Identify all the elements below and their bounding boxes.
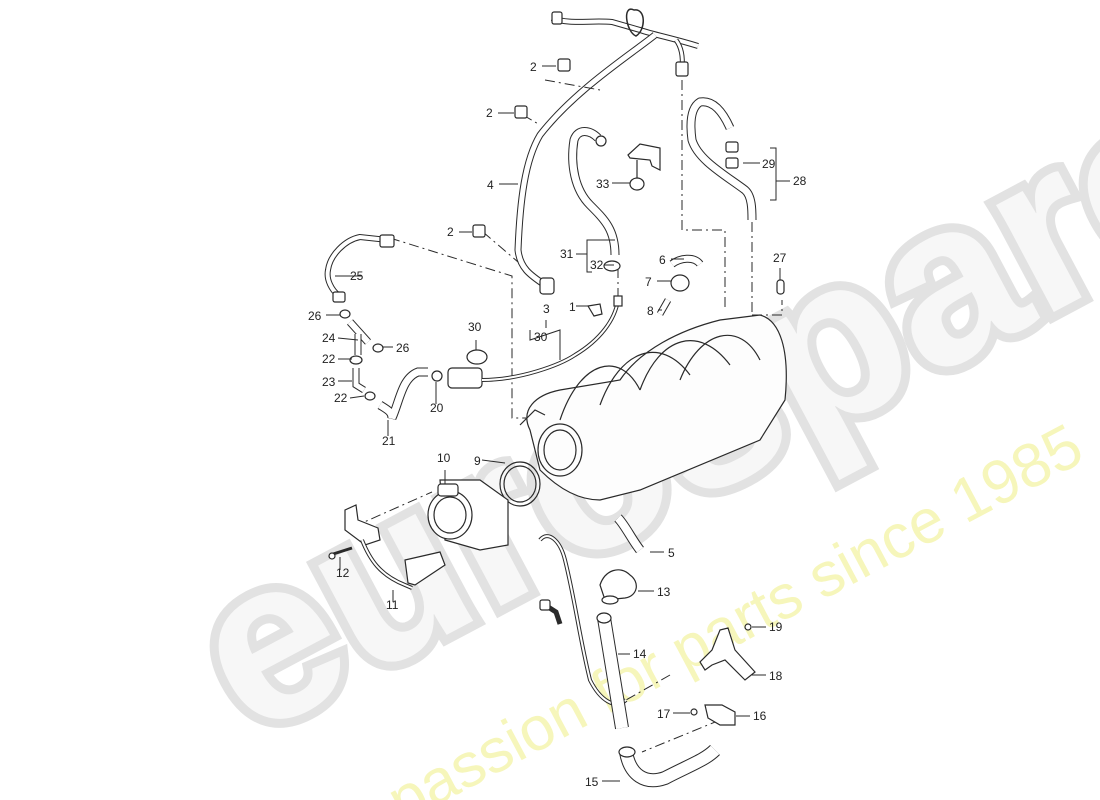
callout-12[interactable]: 12 xyxy=(336,566,350,580)
gasket-9 xyxy=(499,461,541,507)
callout-25[interactable]: 25 xyxy=(350,269,364,283)
hose-14 xyxy=(596,612,629,730)
hose-28 xyxy=(686,97,757,221)
bracket-11 xyxy=(328,504,446,590)
callout-2[interactable]: 2 xyxy=(447,225,454,239)
breather-hose-4 xyxy=(514,8,699,295)
callout-19[interactable]: 19 xyxy=(769,620,783,634)
clip-2 xyxy=(472,58,571,238)
callout-20[interactable]: 20 xyxy=(430,401,444,415)
hose-25 xyxy=(324,233,395,303)
callout-31[interactable]: 31 xyxy=(560,247,574,261)
callout-14[interactable]: 14 xyxy=(633,647,647,661)
fittings-22-26-24-23 xyxy=(339,309,384,401)
clamp-16 xyxy=(690,704,736,726)
callout-1[interactable]: 1 xyxy=(569,300,576,314)
callout-13[interactable]: 13 xyxy=(657,585,671,599)
fitting-13 xyxy=(599,569,637,605)
valve-30 xyxy=(447,295,623,389)
callout-29[interactable]: 29 xyxy=(762,157,776,171)
callout-26[interactable]: 26 xyxy=(396,341,410,355)
callout-10[interactable]: 10 xyxy=(437,451,451,465)
callout-6[interactable]: 6 xyxy=(659,253,666,267)
callout-30[interactable]: 30 xyxy=(468,320,482,334)
callout-22[interactable]: 22 xyxy=(334,391,348,405)
callout-3[interactable]: 3 xyxy=(543,302,550,316)
callout-18[interactable]: 18 xyxy=(769,669,783,683)
hose-21 xyxy=(377,367,443,420)
callout-26[interactable]: 26 xyxy=(308,309,322,323)
callout-4[interactable]: 4 xyxy=(487,178,494,192)
sensor-harness xyxy=(538,534,628,706)
callout-28[interactable]: 28 xyxy=(793,174,807,188)
callout-22[interactable]: 22 xyxy=(322,352,336,366)
throttle-body-10 xyxy=(427,479,509,551)
bracket-18 xyxy=(699,623,756,681)
callout-27[interactable]: 27 xyxy=(773,251,787,265)
callout-5[interactable]: 5 xyxy=(668,546,675,560)
callout-2[interactable]: 2 xyxy=(530,60,537,74)
callout-24[interactable]: 24 xyxy=(322,331,336,345)
callout-21[interactable]: 21 xyxy=(382,434,396,448)
callout-11[interactable]: 11 xyxy=(386,598,399,612)
callout-23[interactable]: 23 xyxy=(322,375,336,389)
callout-2[interactable]: 2 xyxy=(486,106,493,120)
bracket-33 xyxy=(627,143,661,191)
callout-32[interactable]: 32 xyxy=(590,258,604,272)
hose-15 xyxy=(618,744,720,788)
callout-leaders xyxy=(326,65,790,782)
callout-16[interactable]: 16 xyxy=(753,709,767,723)
hose-31 xyxy=(568,127,620,256)
hose-5 xyxy=(614,514,644,554)
callout-15[interactable]: 15 xyxy=(585,775,599,789)
callout-17[interactable]: 17 xyxy=(657,707,671,721)
callout-30[interactable]: 30 xyxy=(534,330,548,344)
callout-33[interactable]: 33 xyxy=(596,177,610,191)
intake-manifold xyxy=(519,314,787,501)
callout-9[interactable]: 9 xyxy=(474,454,481,468)
callout-7[interactable]: 7 xyxy=(645,275,652,289)
small-parts xyxy=(587,254,785,317)
callout-8[interactable]: 8 xyxy=(647,304,654,318)
